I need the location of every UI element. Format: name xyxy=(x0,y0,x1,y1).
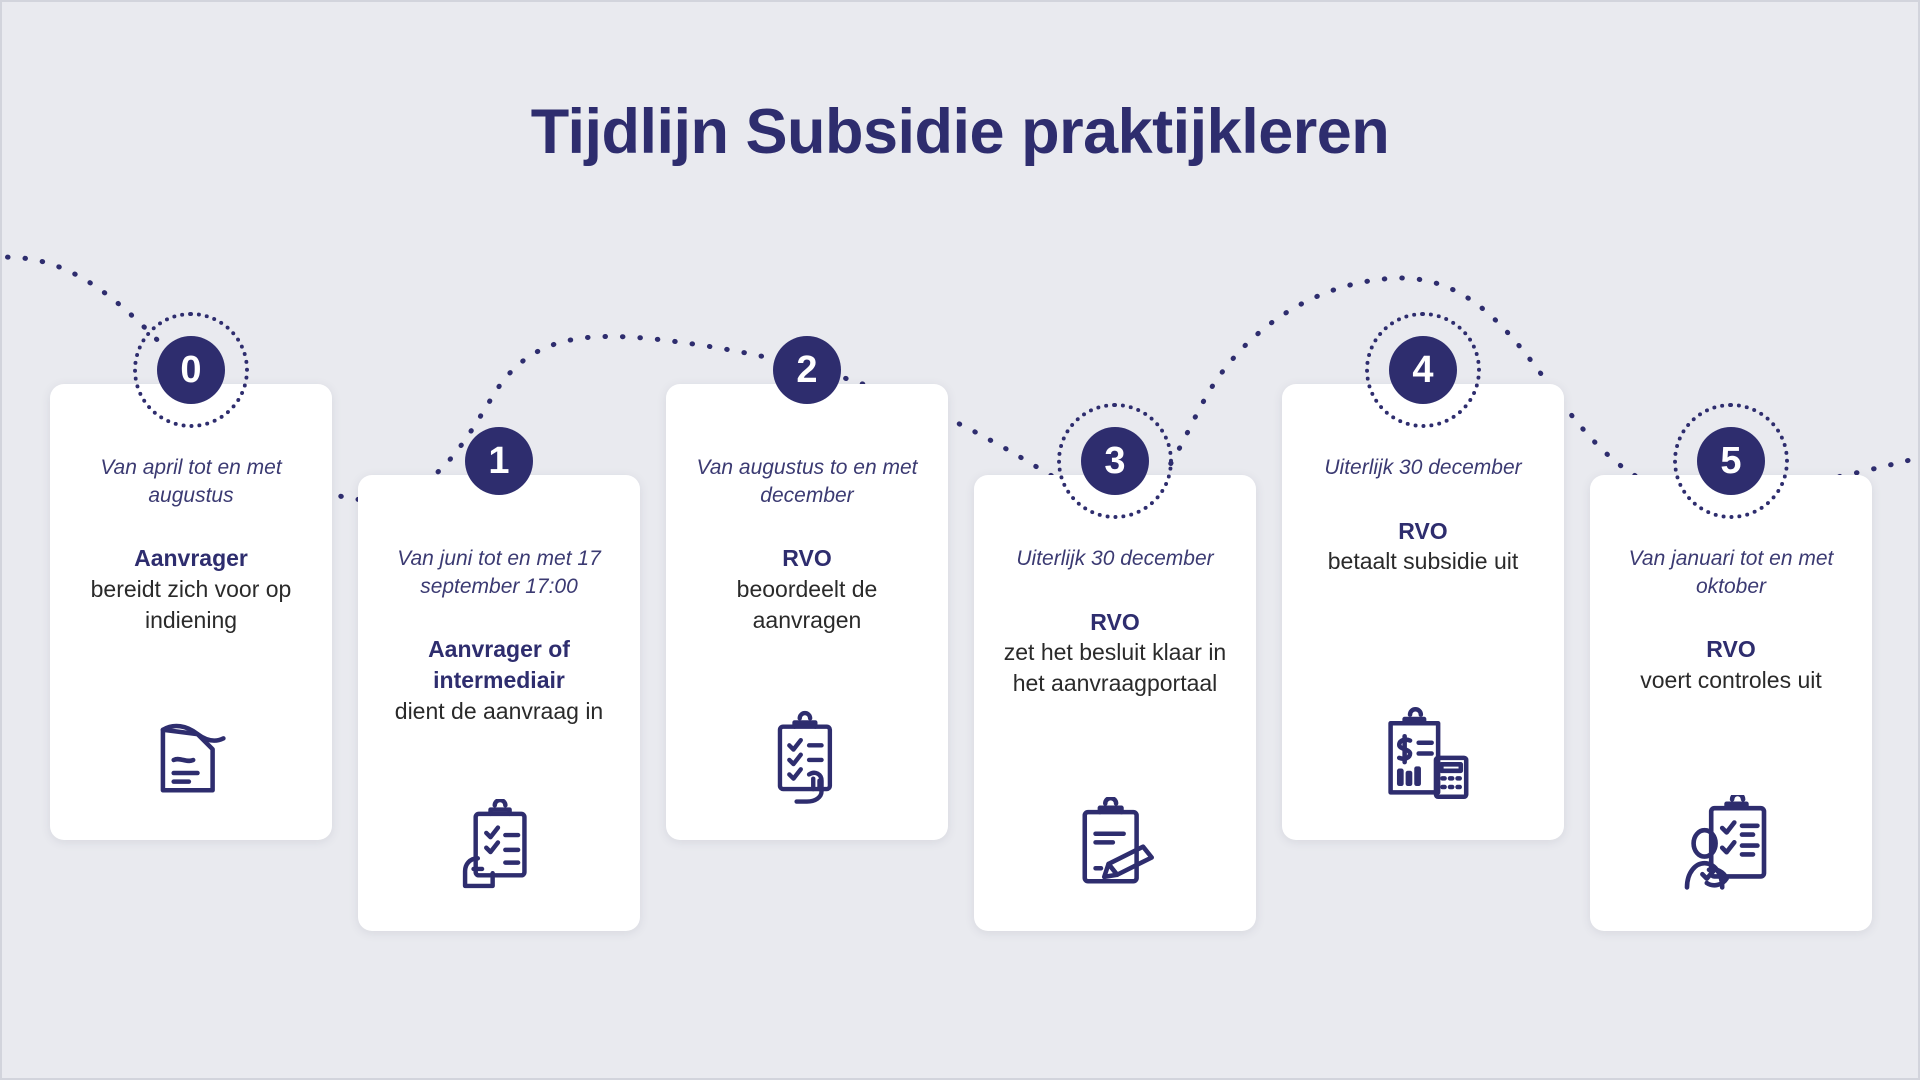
step-period-0: Van april tot en met augustus xyxy=(100,456,282,507)
document-pencil-icon xyxy=(137,706,245,814)
step-actor-5: RVO xyxy=(1706,636,1756,663)
step-action-0: bereidt zich voor op indiening xyxy=(90,576,292,633)
step-description-5: RVO voert controles uit xyxy=(1626,634,1836,695)
step-period-1: Van juni tot en met 17 september 17:00 xyxy=(397,547,601,598)
step-actor-2: RVO xyxy=(782,545,832,572)
step-badge-1: 1 xyxy=(465,427,533,495)
step-period-2: Van augustus to en met december xyxy=(696,456,918,507)
step-actor-4: RVO xyxy=(1398,517,1448,544)
checklist-pointing-hand-icon xyxy=(755,710,859,814)
timeline-card-3[interactable]: 3 Uiterlijk 30 december RVO zet het besl… xyxy=(974,403,1256,931)
step-period-5: Van januari tot en met oktober xyxy=(1628,547,1834,598)
step-description-4: RVO betaalt subsidie uit xyxy=(1314,516,1533,577)
step-period-4: Uiterlijk 30 december xyxy=(1324,456,1522,479)
step-badge-5: 5 xyxy=(1697,427,1765,495)
step-description-2: RVO beoordeelt de aanvragen xyxy=(666,543,948,635)
person-checklist-icon xyxy=(1676,795,1786,905)
timeline-card-0[interactable]: 0 Van april tot en met augustus Aanvrage… xyxy=(50,312,332,840)
step-badge-4: 4 xyxy=(1389,336,1457,404)
step-description-1: Aanvrager of intermediair dient de aanvr… xyxy=(358,634,640,726)
step-actor-3: RVO xyxy=(1090,608,1140,635)
page-title: Tijdlijn Subsidie praktijkleren xyxy=(530,97,1390,167)
step-description-0: Aanvrager bereidt zich voor op indiening xyxy=(50,543,332,635)
timeline-card-1[interactable]: 1 Van juni tot en met 17 september 17:00… xyxy=(358,427,640,931)
step-action-1: dient de aanvraag in xyxy=(394,697,604,724)
timeline-card-2[interactable]: 2 Van augustus to en met december RVO be… xyxy=(666,336,948,840)
clipboard-signing-pen-icon xyxy=(1061,797,1169,905)
timeline-card-5[interactable]: 5 Van januari tot en met oktober RVO voe… xyxy=(1590,403,1872,931)
step-period-3: Uiterlijk 30 december xyxy=(1016,547,1214,570)
step-action-2: beoordeelt de aanvragen xyxy=(736,576,878,633)
invoice-calculator-icon xyxy=(1369,706,1477,814)
step-badge-3: 3 xyxy=(1081,427,1149,495)
step-action-4: betaalt subsidie uit xyxy=(1327,548,1519,575)
timeline-card-4[interactable]: 4 Uiterlijk 30 december RVO betaalt subs… xyxy=(1282,312,1564,840)
step-actor-1: Aanvrager of intermediair xyxy=(428,636,570,694)
step-badge-0: 0 xyxy=(157,336,225,404)
step-description-3: RVO zet het besluit klaar in het aanvraa… xyxy=(974,607,1256,699)
step-action-3: zet het besluit klaar in het aanvraagpor… xyxy=(1003,639,1227,696)
step-actor-0: Aanvrager xyxy=(134,545,248,572)
step-action-5: voert controles uit xyxy=(1640,667,1822,694)
hand-holding-checklist-icon xyxy=(446,799,552,905)
step-badge-2: 2 xyxy=(773,336,841,404)
